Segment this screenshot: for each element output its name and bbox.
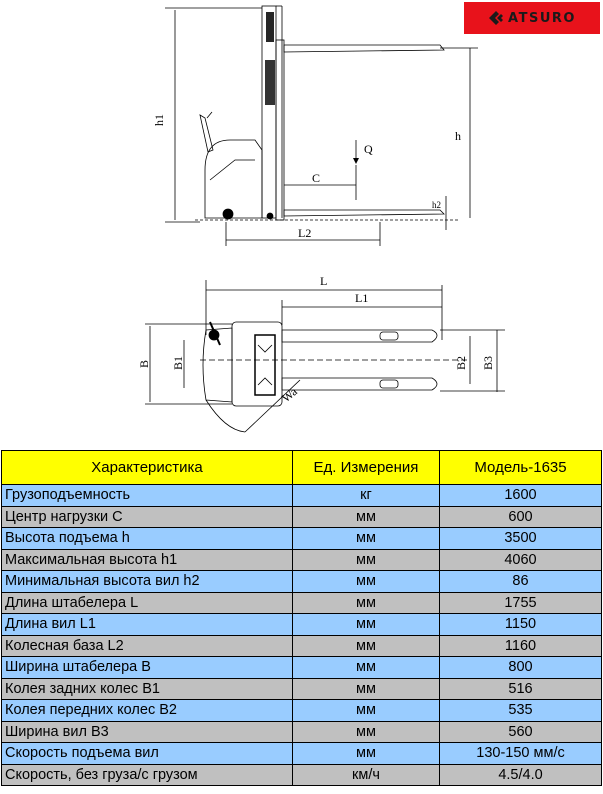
cell-characteristic: Центр нагрузки С: [1, 505, 293, 528]
cell-unit: мм: [292, 720, 440, 743]
cell-unit: мм: [292, 656, 440, 679]
cell-value: 1160: [439, 634, 602, 657]
cell-value: 1755: [439, 591, 602, 614]
cell-value: 130-150 мм/с: [439, 742, 602, 765]
header-unit: Ед. Измерения: [292, 450, 440, 485]
cell-characteristic: Колея задних колес B1: [1, 677, 293, 700]
logo-mark-icon: [489, 11, 504, 25]
cell-value: 535: [439, 699, 602, 722]
cell-characteristic: Длина штабелера L: [1, 591, 293, 614]
cell-value: 86: [439, 570, 602, 593]
cell-value: 600: [439, 505, 602, 528]
side-view: h1 h Q C h2 L2: [152, 5, 478, 246]
cell-value: 4060: [439, 548, 602, 571]
label-b2: B2: [454, 356, 468, 370]
cell-unit: мм: [292, 505, 440, 528]
label-l: L: [320, 274, 327, 288]
header-characteristic: Характеристика: [1, 450, 293, 485]
label-b1: B1: [171, 356, 185, 370]
cell-characteristic: Колесная база L2: [1, 634, 293, 657]
label-l1: L1: [355, 291, 368, 305]
label-q: Q: [364, 142, 373, 156]
brand-logo: ATSURO: [464, 2, 600, 34]
label-b3: B3: [481, 356, 495, 370]
top-view: L L1 B B1 B2 B3: [137, 274, 505, 433]
cell-unit: мм: [292, 613, 440, 636]
cell-unit: мм: [292, 699, 440, 722]
cell-characteristic: Грузоподъемность: [1, 484, 293, 507]
cell-value: 4.5/4.0: [439, 763, 602, 786]
spec-table: Характеристика Ед. Измерения Модель-1635…: [1, 450, 602, 786]
cell-value: 1600: [439, 484, 602, 507]
cell-value: 800: [439, 656, 602, 679]
cell-value: 3500: [439, 527, 602, 550]
cell-unit: мм: [292, 527, 440, 550]
cell-characteristic: Минимальная высота вил h2: [1, 570, 293, 593]
label-h: h: [455, 129, 461, 143]
cell-value: 516: [439, 677, 602, 700]
cell-characteristic: Высота подъема h: [1, 527, 293, 550]
logo-text: ATSURO: [508, 10, 576, 26]
cell-unit: мм: [292, 548, 440, 571]
cell-characteristic: Скорость, без груза/с грузом: [1, 763, 293, 786]
label-h2: h2: [432, 200, 441, 210]
cell-unit: мм: [292, 677, 440, 700]
label-h1: h1: [152, 114, 166, 126]
table-header-row: Характеристика Ед. Измерения Модель-1635: [1, 450, 602, 485]
cell-unit: км/ч: [292, 763, 440, 786]
cell-characteristic: Ширина штабелера B: [1, 656, 293, 679]
label-l2: L2: [298, 226, 311, 240]
cell-characteristic: Скорость подъема вил: [1, 742, 293, 765]
cell-value: 560: [439, 720, 602, 743]
cell-unit: мм: [292, 742, 440, 765]
cell-characteristic: Длина вил L1: [1, 613, 293, 636]
cell-characteristic: Колея передних колес B2: [1, 699, 293, 722]
cell-unit: мм: [292, 634, 440, 657]
technical-drawing: h1 h Q C h2 L2 L L1: [137, 5, 505, 433]
cell-unit: мм: [292, 570, 440, 593]
cell-characteristic: Ширина вил B3: [1, 720, 293, 743]
cell-value: 1150: [439, 613, 602, 636]
cell-unit: кг: [292, 484, 440, 507]
header-model: Модель-1635: [439, 450, 602, 485]
label-c: C: [312, 171, 320, 185]
cell-unit: мм: [292, 591, 440, 614]
label-b: B: [137, 360, 151, 368]
cell-characteristic: Максимальная высота h1: [1, 548, 293, 571]
